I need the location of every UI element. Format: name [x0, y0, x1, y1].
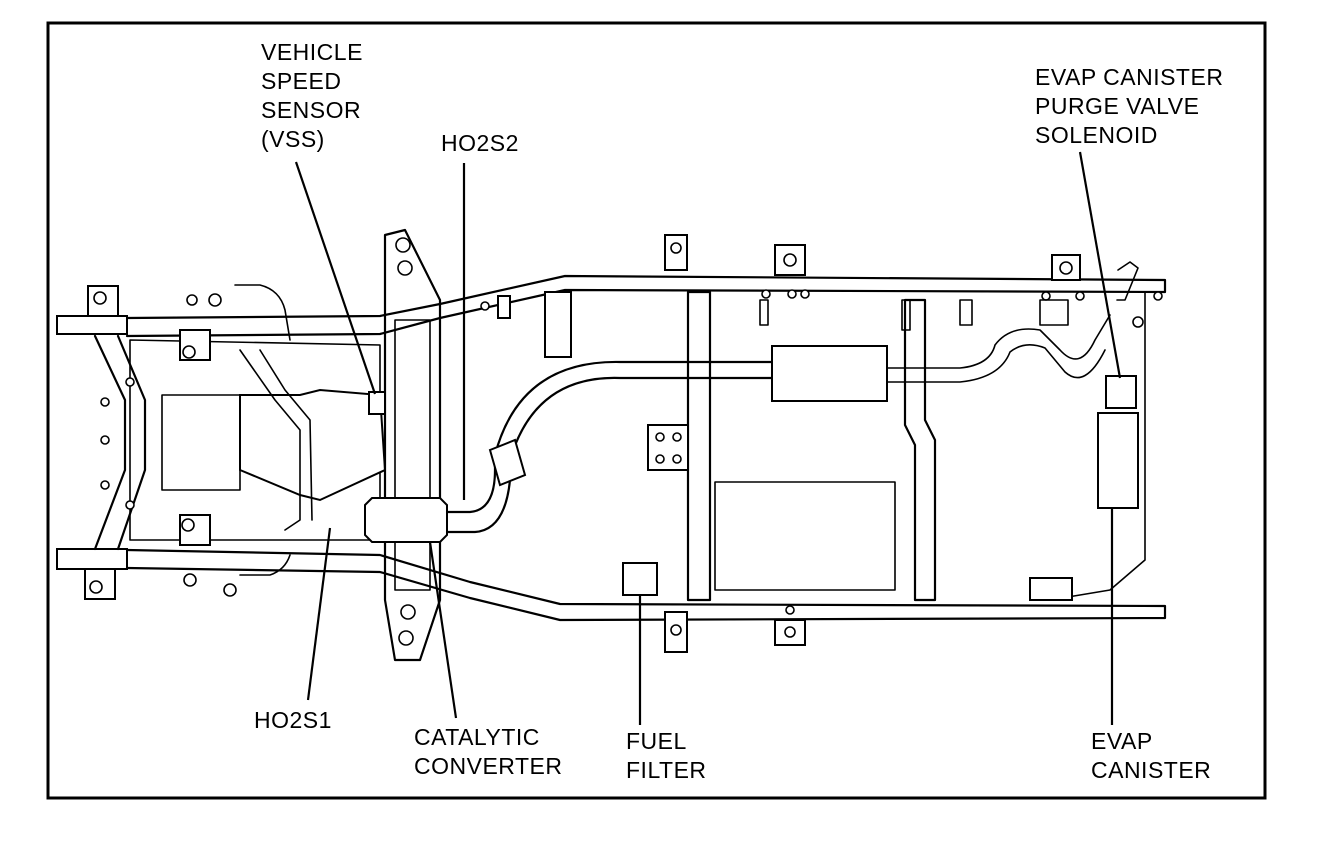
fuel-filter-label-line-1: FUEL [626, 728, 687, 754]
leader-lines [294, 151, 1122, 725]
evap-canister-body [1097, 412, 1139, 509]
evap-canister-label-line-2: CANISTER [1091, 757, 1212, 783]
rear-crossmember [903, 298, 937, 602]
catalytic-converter-leader [428, 541, 458, 719]
evap-canister-label: EVAP CANISTER [1091, 727, 1211, 785]
vss-leader [294, 161, 377, 395]
purge-valve-label-line-2: PURGE VALVE [1035, 93, 1200, 119]
ho2s1-label-line-1: HO2S1 [254, 707, 332, 733]
vss-label-line-4: (VSS) [261, 126, 325, 152]
mid-bracket [647, 424, 689, 471]
fuel-filter-label-line-2: FILTER [626, 757, 707, 783]
upper-frame-rail [125, 274, 1167, 338]
trans-crossmember [383, 228, 442, 662]
purge-valve-label: EVAP CANISTER PURGE VALVE SOLENOID [1035, 63, 1223, 150]
catalytic-converter-label: CATALYTIC CONVERTER [414, 723, 563, 781]
trans-crossmember-inner [394, 319, 431, 591]
fuel-filter-label: FUEL FILTER [626, 727, 707, 785]
vss-label-line-1: VEHICLE [261, 39, 363, 65]
purge-valve-label-line-3: SOLENOID [1035, 122, 1158, 148]
catalytic-converter-body [364, 497, 448, 543]
lower-frame-rail [125, 548, 1167, 622]
engine-pan [161, 394, 241, 491]
vss-label: VEHICLE SPEED SENSOR (VSS) [261, 38, 363, 154]
mid-panel [714, 481, 896, 591]
tailpipe [886, 314, 1111, 383]
vss-label-line-3: SENSOR [261, 97, 362, 123]
exhaust-clamp [488, 438, 527, 487]
catalytic-converter-label-line-2: CONVERTER [414, 753, 563, 779]
rear-rail-inner [1049, 291, 1146, 601]
purge-valve-leader [1078, 151, 1122, 379]
ho2s1-leader [306, 527, 332, 701]
purge-valve-label-line-1: EVAP CANISTER [1035, 64, 1224, 90]
catalytic-converter-label-line-1: CATALYTIC [414, 724, 540, 750]
muffler [771, 345, 888, 402]
vss-sensor [368, 391, 386, 415]
ho2s2-label-line-1: HO2S2 [441, 130, 519, 156]
front-bumper-mount-upper [56, 315, 128, 335]
ho2s2-label: HO2S2 [441, 129, 519, 158]
purge-valve-solenoid-body [1105, 375, 1137, 409]
evap-canister-label-line-1: EVAP [1091, 728, 1153, 754]
vss-label-line-2: SPEED [261, 68, 342, 94]
diagram-border [46, 21, 1267, 800]
exhaust-front-pipes [239, 349, 313, 531]
front-bumper-mount-lower [56, 548, 128, 570]
mid-crossmember [686, 290, 712, 602]
fuel-filter-body [622, 562, 658, 596]
vehicle-frame [56, 228, 1167, 662]
ho2s1-label: HO2S1 [254, 706, 332, 735]
transmission [239, 388, 387, 502]
